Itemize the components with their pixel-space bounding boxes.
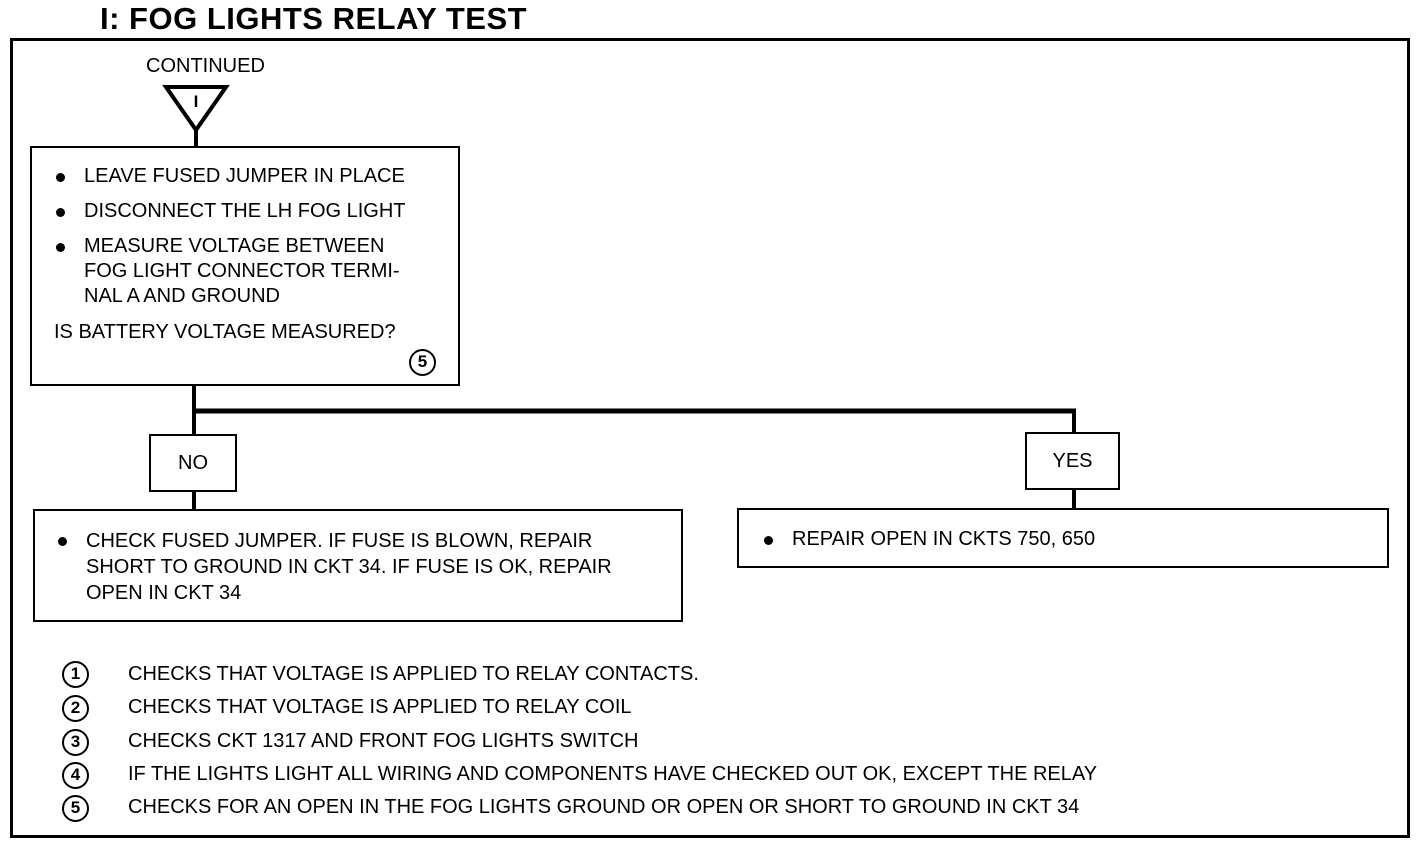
step-bullet-3-line-2: FOG LIGHT CONNECTOR TERMI- [84, 260, 400, 282]
step-bullet-1: LEAVE FUSED JUMPER IN PLACE [84, 165, 405, 187]
bullet-dot [764, 536, 773, 545]
diagram-title: I: FOG LIGHTS RELAY TEST [100, 1, 528, 36]
bullet-dot [58, 537, 67, 546]
connector-symbol: I [193, 92, 199, 111]
note-text-4: IF THE LIGHTS LIGHT ALL WIRING AND COMPO… [128, 763, 1098, 785]
no-result-line-1: CHECK FUSED JUMPER. IF FUSE IS BLOWN, RE… [86, 530, 593, 552]
note-ref-circle: 5 [409, 349, 436, 376]
yes-label: YES [1052, 450, 1093, 472]
diagram-frame [10, 38, 1410, 838]
step-question: IS BATTERY VOLTAGE MEASURED? [54, 321, 396, 343]
note-text-1: CHECKS THAT VOLTAGE IS APPLIED TO RELAY … [128, 663, 699, 685]
note-text-3: CHECKS CKT 1317 AND FRONT FOG LIGHTS SWI… [128, 730, 639, 752]
step-bullet-3-line-1: MEASURE VOLTAGE BETWEEN [84, 235, 385, 257]
no-label-box [149, 434, 237, 492]
yes-label-box [1025, 432, 1120, 490]
step-box [30, 146, 460, 386]
yes-result-box [737, 508, 1389, 568]
continuation-triangle [162, 85, 230, 134]
step-bullet-3-line-3: NAL A AND GROUND [84, 285, 280, 307]
note-number-2: 2 [62, 695, 89, 722]
note-number-4: 4 [62, 762, 89, 789]
note-number-3: 3 [62, 729, 89, 756]
bullet-dot [56, 208, 65, 217]
note-number-1: 1 [62, 661, 89, 688]
note-text-2: CHECKS THAT VOLTAGE IS APPLIED TO RELAY … [128, 696, 632, 718]
step-bullet-2: DISCONNECT THE LH FOG LIGHT [84, 200, 406, 222]
note-text-5: CHECKS FOR AN OPEN IN THE FOG LIGHTS GRO… [128, 796, 1080, 818]
bullet-dot [56, 173, 65, 182]
no-result-line-3: OPEN IN CKT 34 [86, 582, 242, 604]
bullet-dot [56, 243, 65, 252]
note-number-5: 5 [62, 795, 89, 822]
continued-label: CONTINUED [146, 55, 265, 77]
no-result-box [33, 509, 683, 622]
yes-result-line-1: REPAIR OPEN IN CKTS 750, 650 [792, 528, 1096, 550]
no-label: NO [178, 452, 208, 474]
no-result-line-2: SHORT TO GROUND IN CKT 34. IF FUSE IS OK… [86, 556, 612, 578]
